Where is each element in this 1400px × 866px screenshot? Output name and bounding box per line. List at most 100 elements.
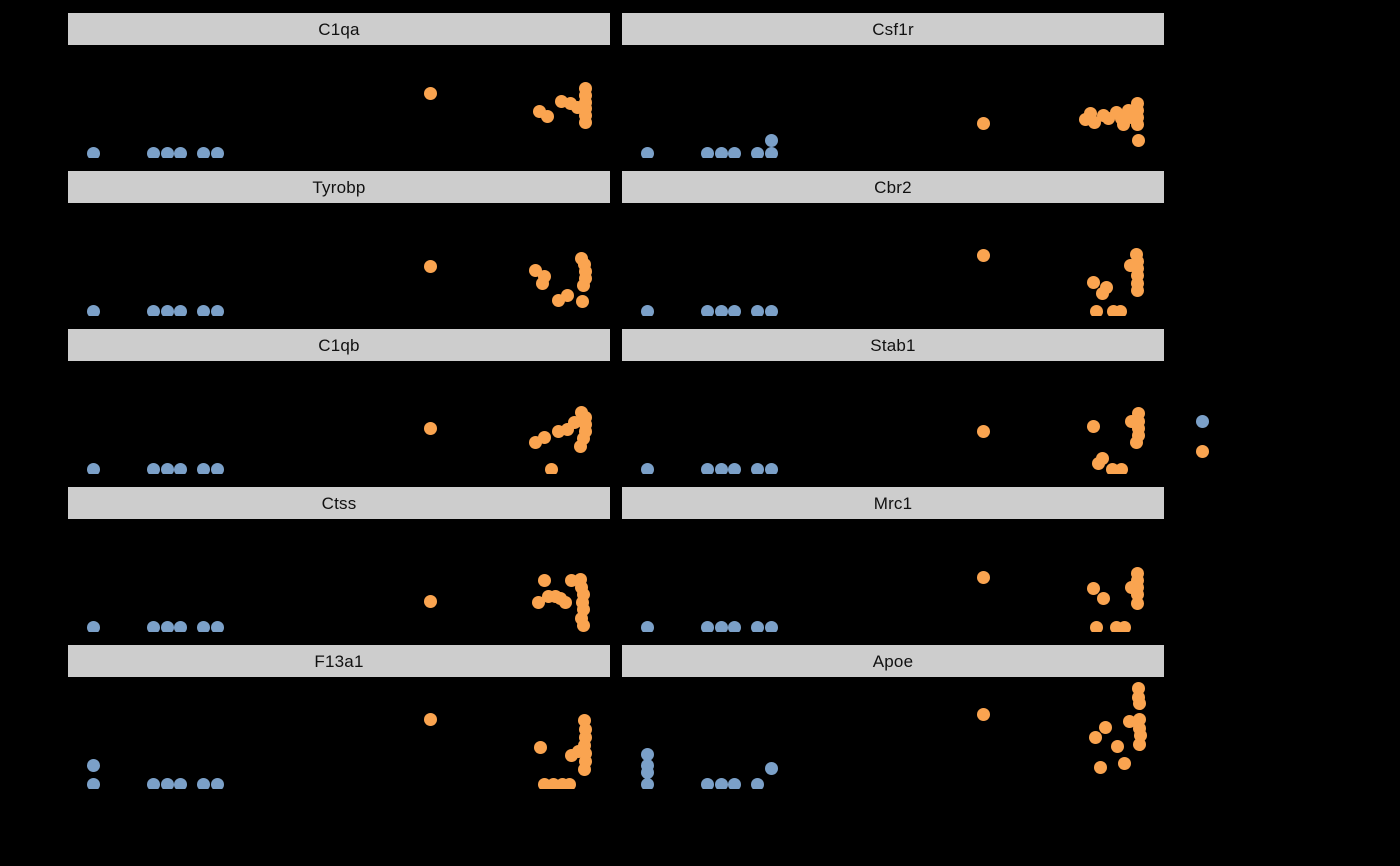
data-point-orange — [976, 116, 990, 130]
data-point-blue — [750, 462, 764, 474]
data-point-orange — [423, 421, 437, 435]
data-point-blue — [727, 146, 741, 158]
data-point-orange — [976, 570, 990, 584]
data-point-blue — [714, 146, 728, 158]
data-point-orange — [976, 248, 990, 262]
data-point-orange — [1099, 280, 1113, 294]
data-point-blue — [160, 777, 174, 789]
facet-strip: Apoe — [622, 645, 1164, 677]
facet-panel — [68, 520, 610, 632]
data-point-orange — [1095, 451, 1109, 465]
data-point-blue — [750, 146, 764, 158]
data-point-orange — [976, 424, 990, 438]
data-point-blue — [764, 133, 778, 147]
facet-strip: F13a1 — [68, 645, 610, 677]
facet-title: C1qb — [318, 335, 360, 355]
data-point-orange — [575, 294, 589, 308]
data-point-orange — [546, 777, 560, 789]
facet-panel — [68, 678, 610, 789]
data-point-blue — [210, 620, 224, 632]
facet-panel — [68, 362, 610, 474]
data-point-blue — [146, 620, 160, 632]
data-point-orange — [1086, 419, 1100, 433]
data-point-blue — [640, 462, 654, 474]
data-point-blue — [173, 777, 187, 789]
data-point-blue — [86, 304, 100, 316]
data-point-orange — [1089, 304, 1103, 316]
data-point-orange — [540, 109, 554, 123]
data-point-blue — [700, 304, 714, 316]
data-point-orange — [423, 86, 437, 100]
data-point-orange — [1089, 620, 1103, 632]
data-point-blue — [714, 304, 728, 316]
data-point-blue — [196, 304, 210, 316]
data-point-orange — [1086, 581, 1100, 595]
data-point-orange — [1086, 275, 1100, 289]
legend-key-blue — [1195, 414, 1209, 428]
data-point-orange — [555, 777, 569, 789]
facet-title: Tyrobp — [312, 177, 366, 197]
data-point-blue — [210, 304, 224, 316]
data-point-orange — [533, 740, 547, 754]
data-point-blue — [146, 304, 160, 316]
data-point-orange — [1096, 591, 1110, 605]
data-point-blue — [160, 304, 174, 316]
data-point-orange — [531, 595, 545, 609]
data-point-blue — [210, 146, 224, 158]
facet-strip: Stab1 — [622, 329, 1164, 361]
data-point-blue — [727, 777, 741, 789]
data-point-blue — [727, 462, 741, 474]
data-point-orange — [537, 430, 551, 444]
data-point-blue — [640, 304, 654, 316]
data-point-blue — [750, 304, 764, 316]
data-point-orange — [562, 777, 576, 789]
data-point-blue — [173, 620, 187, 632]
data-point-orange — [423, 594, 437, 608]
legend-key-orange — [1195, 444, 1209, 458]
facet-strip: Ctss — [68, 487, 610, 519]
data-point-blue — [640, 765, 654, 779]
data-point-blue — [160, 146, 174, 158]
data-point-blue — [640, 747, 654, 761]
data-point-orange — [576, 278, 590, 292]
facet-strip: C1qa — [68, 13, 610, 45]
data-point-orange — [567, 415, 581, 429]
facet-title: Stab1 — [870, 335, 916, 355]
facet-panel — [622, 204, 1164, 316]
data-point-blue — [640, 777, 654, 789]
data-point-blue — [196, 146, 210, 158]
facet-title: C1qa — [318, 19, 360, 39]
facet-strip: Tyrobp — [68, 171, 610, 203]
facet-strip: Mrc1 — [622, 487, 1164, 519]
facet-strip: C1qb — [68, 329, 610, 361]
data-point-blue — [146, 462, 160, 474]
data-point-blue — [196, 620, 210, 632]
data-point-orange — [1106, 304, 1120, 316]
data-point-orange — [1117, 756, 1131, 770]
data-point-orange — [1110, 739, 1124, 753]
facet-strip: Csf1r — [622, 13, 1164, 45]
data-point-blue — [86, 620, 100, 632]
data-point-blue — [750, 620, 764, 632]
data-point-orange — [1122, 714, 1136, 728]
data-point-blue — [196, 777, 210, 789]
facet-panel — [68, 46, 610, 158]
data-point-orange — [1131, 133, 1145, 147]
facet-title: Cbr2 — [874, 177, 912, 197]
facet-panel — [622, 678, 1164, 789]
data-point-blue — [764, 620, 778, 632]
data-point-orange — [1130, 117, 1144, 131]
data-point-blue — [86, 777, 100, 789]
data-point-blue — [196, 462, 210, 474]
data-point-blue — [714, 462, 728, 474]
data-point-blue — [700, 777, 714, 789]
facet-title: Apoe — [872, 651, 914, 671]
data-point-orange — [976, 707, 990, 721]
data-point-blue — [160, 462, 174, 474]
data-point-orange — [1109, 620, 1123, 632]
data-point-blue — [160, 620, 174, 632]
facet-panel — [622, 362, 1164, 474]
data-point-blue — [86, 462, 100, 474]
data-point-orange — [537, 573, 551, 587]
